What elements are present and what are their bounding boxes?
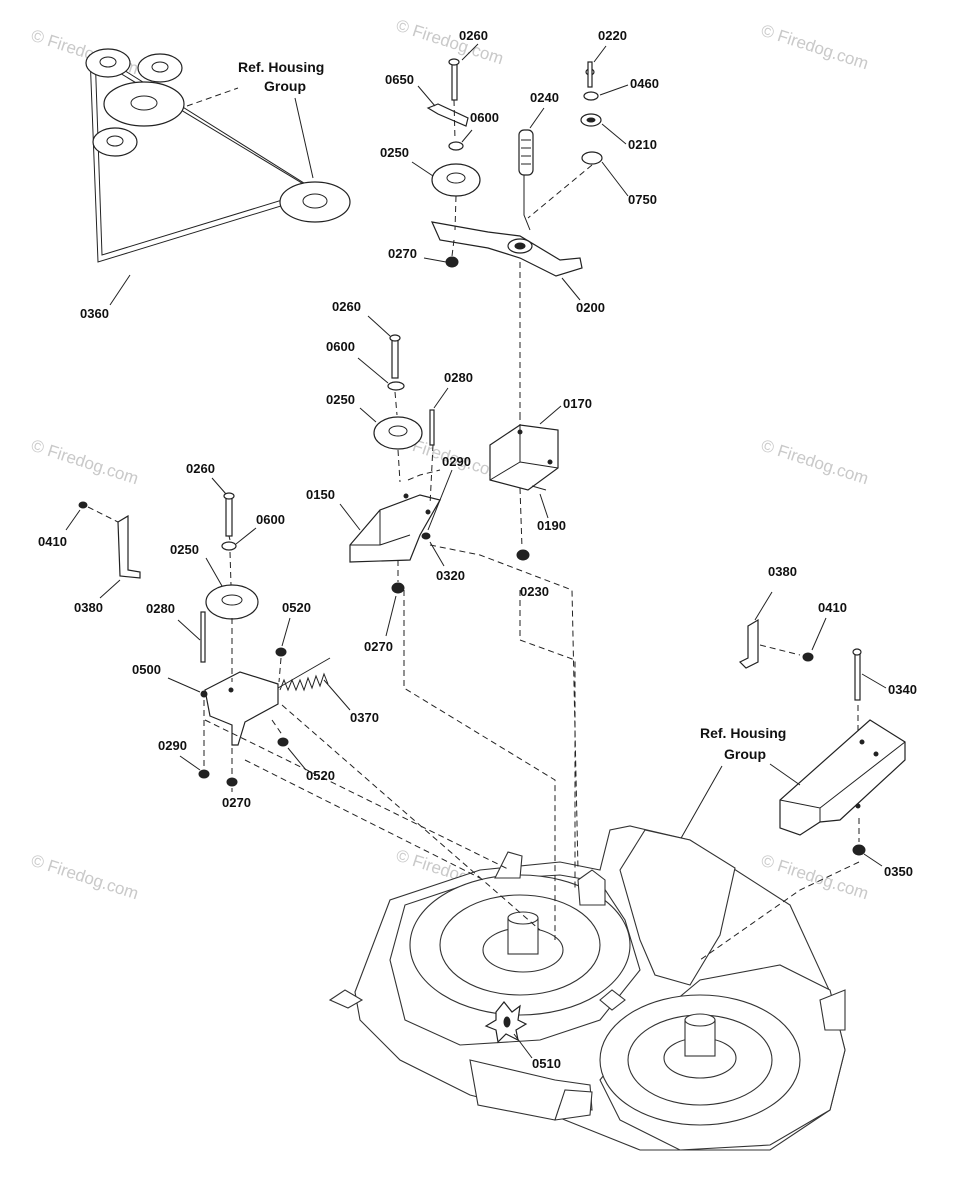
part-label: 0340: [888, 682, 917, 697]
part-label: 0210: [628, 137, 657, 152]
part-label: 0270: [222, 795, 251, 810]
part-label: 0220: [598, 28, 627, 43]
part-label: 0260: [459, 28, 488, 43]
part-label: 0360: [80, 306, 109, 321]
bracket-0380-right: [738, 618, 862, 701]
ref-housing-label: Ref. Housing: [700, 725, 786, 741]
part-label: 0500: [132, 662, 161, 677]
watermark: © Firedog.com: [759, 21, 871, 74]
part-label: 0230: [520, 584, 549, 599]
part-label: 0410: [818, 600, 847, 615]
part-label: 0280: [146, 601, 175, 616]
part-label: 0290: [158, 738, 187, 753]
part-label: 0150: [306, 487, 335, 502]
part-label: 0260: [186, 461, 215, 476]
bracket-0380-left: [78, 501, 141, 579]
part-label: 0290: [442, 454, 471, 469]
right-housing-bracket: [779, 719, 906, 856]
part-label: 0600: [256, 512, 285, 527]
watermark: © Firedog.com: [29, 851, 141, 904]
part-label: 0240: [530, 90, 559, 105]
belt-assembly: [85, 48, 351, 263]
part-label: 0520: [282, 600, 311, 615]
part-label: 0250: [380, 145, 409, 160]
top-idler-arm: [426, 58, 603, 277]
ref-housing-label: Group: [264, 78, 306, 94]
part-label: 0260: [332, 299, 361, 314]
mower-deck: [328, 825, 846, 1151]
part-label: 0600: [470, 110, 499, 125]
part-label: 0650: [385, 72, 414, 87]
ref-housing-label: Group: [724, 746, 766, 762]
part-label: 0250: [170, 542, 199, 557]
part-label: 0510: [532, 1056, 561, 1071]
part-label: 0280: [444, 370, 473, 385]
part-label: 0270: [388, 246, 417, 261]
part-label: 0190: [537, 518, 566, 533]
part-label: 0410: [38, 534, 67, 549]
part-label: 0460: [630, 76, 659, 91]
part-label: 0270: [364, 639, 393, 654]
middle-bracket-assembly: [349, 334, 559, 594]
part-label: 0750: [628, 192, 657, 207]
part-label: 0600: [326, 339, 355, 354]
part-label: 0170: [563, 396, 592, 411]
part-label: 0350: [884, 864, 913, 879]
part-label: 0320: [436, 568, 465, 583]
part-label: 0380: [74, 600, 103, 615]
part-label: 0520: [306, 768, 335, 783]
watermark: © Firedog.com: [29, 436, 141, 489]
watermark: © Firedog.com: [759, 436, 871, 489]
part-label: 0380: [768, 564, 797, 579]
part-label: 0370: [350, 710, 379, 725]
part-label: 0200: [576, 300, 605, 315]
fitting-0510: [484, 1001, 528, 1044]
ref-housing-label: Ref. Housing: [238, 59, 324, 75]
lower-idler-assembly: [198, 492, 331, 787]
part-label: 0250: [326, 392, 355, 407]
